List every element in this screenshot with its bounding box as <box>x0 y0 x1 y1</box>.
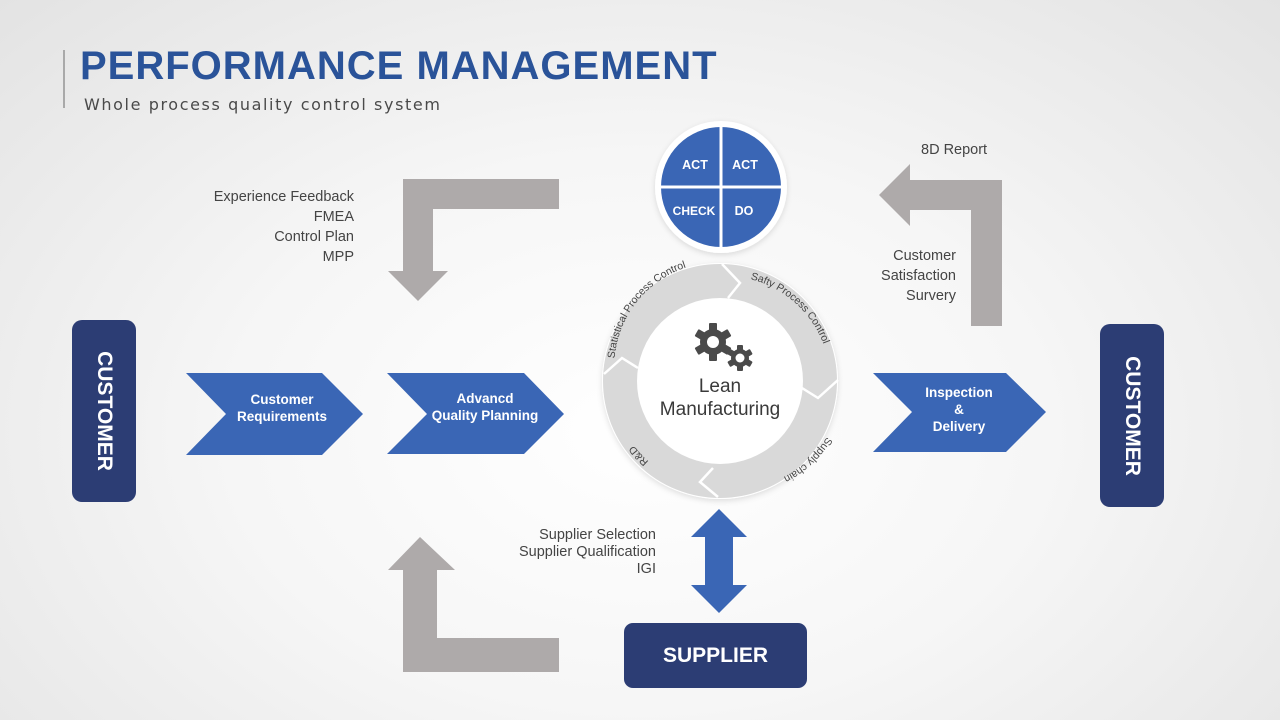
center-label-manufacturing: Manufacturing <box>660 399 780 420</box>
chevron-inspection-delivery[interactable] <box>873 373 1046 452</box>
chevron-label-customer: Customer <box>250 392 314 407</box>
pdca-do: DO <box>735 204 754 218</box>
note-experience-feedback: Experience Feedback <box>213 189 354 205</box>
supplier-notes: Supplier Selection Supplier Qualificatio… <box>519 527 656 578</box>
chevron-advanced-quality-planning[interactable] <box>387 373 564 454</box>
note-control-plan: Control Plan <box>274 229 354 245</box>
customer-left-label: CUSTOMER <box>93 351 116 471</box>
note-igi: IGI <box>636 561 656 577</box>
feedback-arrow-up <box>388 537 559 672</box>
customer-right-label: CUSTOMER <box>1121 355 1144 476</box>
page-subtitle: Whole process quality control system <box>84 95 442 114</box>
center-label-lean: Lean <box>699 376 741 397</box>
report-arrow-left <box>879 164 1002 326</box>
planning-inputs-notes: Experience Feedback FMEA Control Plan MP… <box>214 187 354 267</box>
note-satisfaction: Satisfaction <box>881 268 956 284</box>
title-accent-bar <box>63 50 65 108</box>
customer-box-right[interactable]: CUSTOMER <box>1100 324 1164 507</box>
note-8d-report: 8D Report <box>921 142 988 158</box>
pdca-wheel <box>655 121 787 253</box>
chevron-label-ampersand: & <box>954 402 964 417</box>
note-survery: Survery <box>906 288 956 304</box>
chevron-label-inspection: Inspection <box>925 385 993 400</box>
cycle-dividers <box>603 263 839 498</box>
customer-box-left[interactable]: CUSTOMER <box>72 320 136 502</box>
note-supplier-selection: Supplier Selection <box>539 527 656 543</box>
supplier-box[interactable]: SUPPLIER <box>624 623 807 688</box>
page-title: PERFORMANCE MANAGEMENT <box>80 44 718 88</box>
pdca-act-right: ACT <box>732 158 758 172</box>
chevron-label-requirements: Requirements <box>237 409 327 424</box>
chevron-customer-requirements[interactable] <box>186 373 363 455</box>
feedback-arrow-down <box>388 179 559 301</box>
gears-icon <box>694 323 753 371</box>
note-supplier-qualification: Supplier Qualification <box>518 544 656 560</box>
note-mpp: MPP <box>322 249 354 265</box>
note-customer: Customer <box>893 248 956 264</box>
survey-notes: Customer Satisfaction Survery <box>881 246 956 306</box>
chevron-label-advancd: Advancd <box>456 391 513 406</box>
chevron-label-delivery: Delivery <box>933 419 986 434</box>
supplier-double-arrow <box>691 509 747 613</box>
pdca-check: CHECK <box>673 204 716 218</box>
chevron-label-quality-planning: Quality Planning <box>432 408 539 423</box>
note-fmea: FMEA <box>313 209 354 225</box>
cycle-center <box>640 301 800 461</box>
pdca-act-left: ACT <box>682 158 708 172</box>
